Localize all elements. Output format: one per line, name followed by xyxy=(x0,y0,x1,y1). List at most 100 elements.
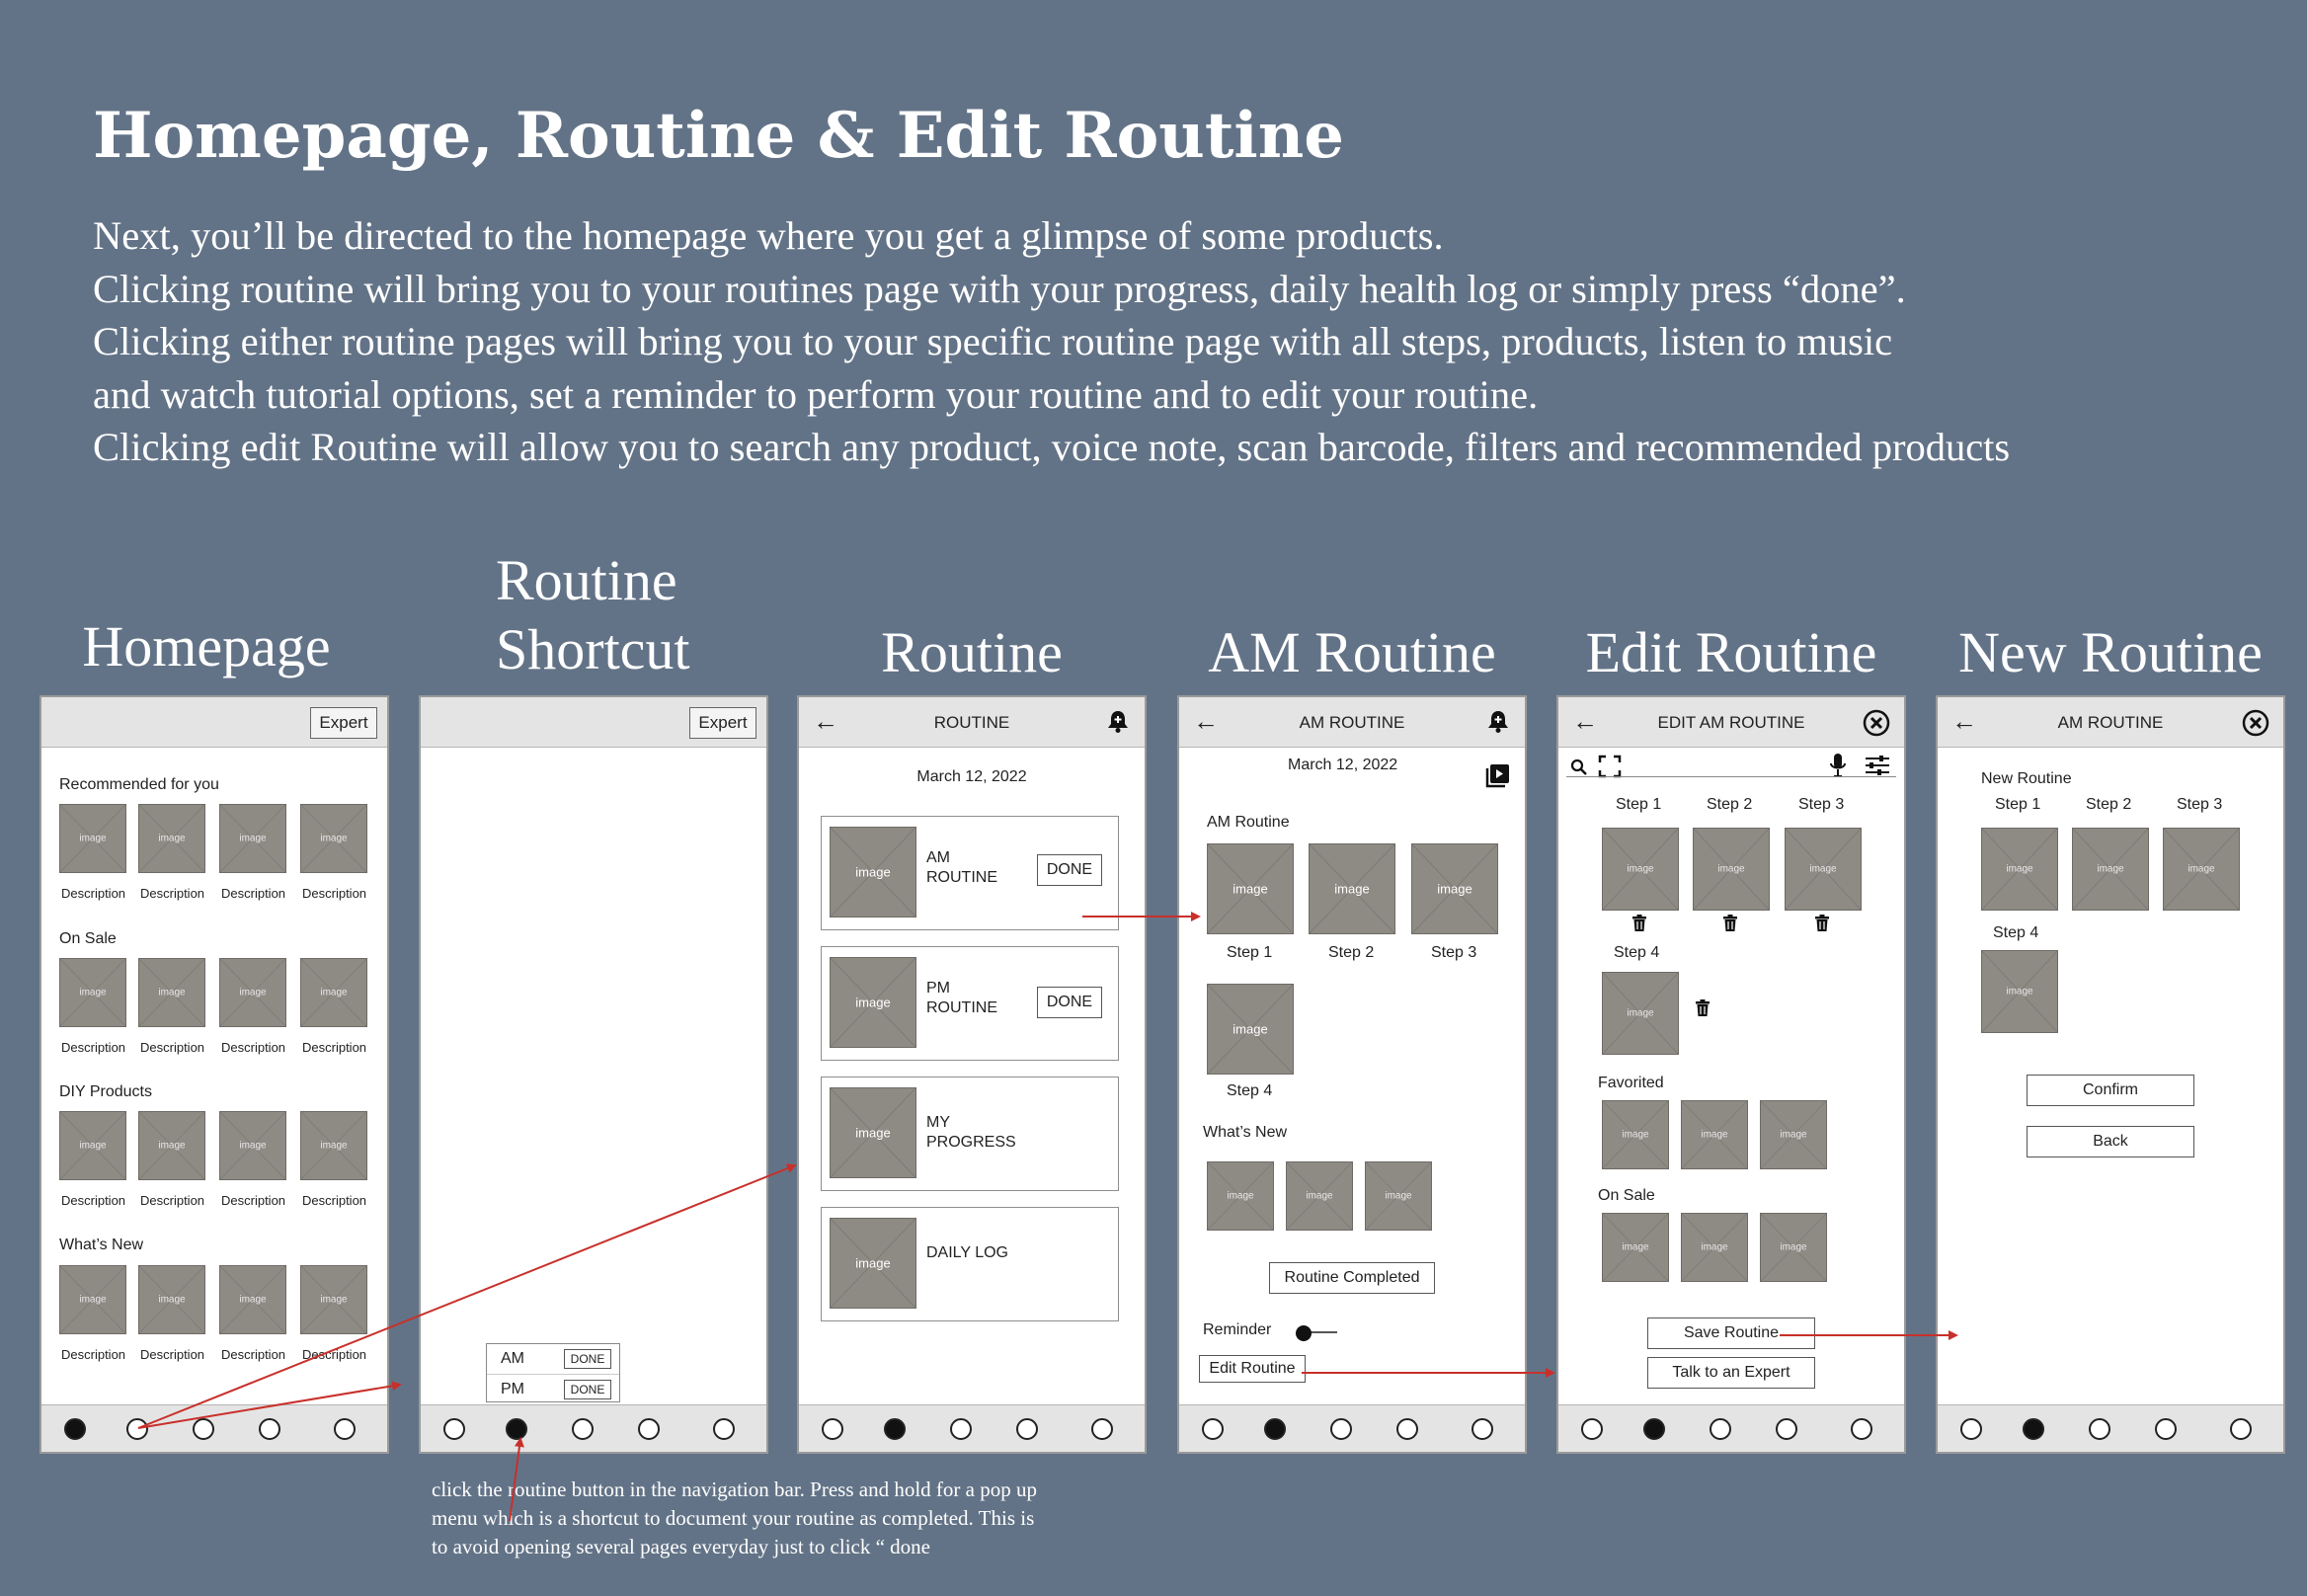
image-placeholder[interactable]: image xyxy=(219,804,286,873)
image-placeholder[interactable]: image xyxy=(219,1265,286,1334)
play-video-icon[interactable] xyxy=(1485,762,1511,788)
nav-home-button[interactable] xyxy=(64,1418,86,1440)
nav-button-5[interactable] xyxy=(334,1418,356,1440)
nav-button-5[interactable] xyxy=(2230,1418,2252,1440)
am-done-button[interactable]: DONE xyxy=(1037,854,1102,886)
nav-routine-button[interactable] xyxy=(2023,1418,2044,1440)
nav-routine-button[interactable] xyxy=(1264,1418,1286,1440)
nav-button-4[interactable] xyxy=(1396,1418,1418,1440)
trash-icon[interactable] xyxy=(1722,915,1738,932)
image-placeholder[interactable]: image xyxy=(1693,828,1770,911)
pm-done-button[interactable]: DONE xyxy=(1037,987,1102,1018)
image-placeholder[interactable]: image xyxy=(2072,828,2149,911)
image-placeholder[interactable]: image xyxy=(219,958,286,1027)
expert-button[interactable]: Expert xyxy=(310,707,377,739)
image-placeholder[interactable]: image xyxy=(300,1265,367,1334)
image-placeholder[interactable]: image xyxy=(59,958,126,1027)
nav-routine-button[interactable] xyxy=(884,1418,906,1440)
reminder-bell-icon[interactable] xyxy=(1107,709,1129,733)
nav-button-5[interactable] xyxy=(713,1418,735,1440)
trash-icon[interactable] xyxy=(1814,915,1830,932)
nav-button-4[interactable] xyxy=(1016,1418,1038,1440)
image-placeholder[interactable]: image xyxy=(219,1111,286,1180)
close-icon[interactable] xyxy=(2242,709,2269,737)
image-placeholder[interactable]: image xyxy=(1207,843,1294,934)
image-placeholder[interactable]: image xyxy=(1760,1213,1827,1282)
image-placeholder[interactable]: image xyxy=(1365,1161,1432,1231)
search-input[interactable] xyxy=(1566,776,1896,777)
nav-button-4[interactable] xyxy=(259,1418,280,1440)
back-arrow-icon[interactable]: ← xyxy=(1951,706,1977,736)
nav-button-3[interactable] xyxy=(572,1418,594,1440)
trash-icon[interactable] xyxy=(1695,999,1710,1017)
popup-pm-done-button[interactable]: DONE xyxy=(564,1380,611,1399)
nav-home-button[interactable] xyxy=(1960,1418,1982,1440)
image-placeholder[interactable]: image xyxy=(300,1111,367,1180)
nav-button-5[interactable] xyxy=(1851,1418,1872,1440)
image-placeholder[interactable]: image xyxy=(1681,1100,1748,1169)
nav-routine-button[interactable] xyxy=(506,1418,527,1440)
expert-button[interactable]: Expert xyxy=(689,707,756,739)
nav-home-button[interactable] xyxy=(1581,1418,1603,1440)
image-placeholder[interactable]: image xyxy=(1309,843,1395,934)
nav-button-3[interactable] xyxy=(2089,1418,2110,1440)
image-placeholder[interactable]: image xyxy=(1760,1100,1827,1169)
image-placeholder[interactable]: image xyxy=(1981,828,2058,911)
nav-button-3[interactable] xyxy=(1710,1418,1731,1440)
image-placeholder[interactable]: image xyxy=(138,804,205,873)
search-icon[interactable] xyxy=(1570,758,1588,776)
image-placeholder[interactable]: image xyxy=(1981,950,2058,1033)
back-arrow-icon[interactable]: ← xyxy=(1193,706,1219,736)
image-placeholder[interactable]: image xyxy=(1207,1161,1274,1231)
nav-home-button[interactable] xyxy=(1202,1418,1224,1440)
filter-icon[interactable] xyxy=(1865,755,1890,776)
image-placeholder[interactable]: image xyxy=(138,958,205,1027)
talk-to-expert-button[interactable]: Talk to an Expert xyxy=(1647,1357,1815,1389)
close-icon[interactable] xyxy=(1863,709,1890,737)
image-placeholder[interactable]: image xyxy=(59,1111,126,1180)
nav-button-5[interactable] xyxy=(1472,1418,1493,1440)
image-placeholder[interactable]: image xyxy=(138,1265,205,1334)
back-button[interactable]: Back xyxy=(2027,1126,2194,1157)
nav-button-3[interactable] xyxy=(950,1418,972,1440)
image-placeholder[interactable]: image xyxy=(138,1111,205,1180)
image-placeholder[interactable]: image xyxy=(1286,1161,1353,1231)
image-placeholder[interactable]: image xyxy=(59,1265,126,1334)
popup-am-done-button[interactable]: DONE xyxy=(564,1349,611,1369)
image-placeholder[interactable]: image xyxy=(59,804,126,873)
nav-routine-button[interactable] xyxy=(126,1418,148,1440)
image-placeholder[interactable]: image xyxy=(1602,828,1679,911)
nav-home-button[interactable] xyxy=(822,1418,843,1440)
confirm-button[interactable]: Confirm xyxy=(2027,1075,2194,1106)
nav-home-button[interactable] xyxy=(443,1418,465,1440)
reminder-bell-icon[interactable] xyxy=(1487,709,1509,733)
trash-icon[interactable] xyxy=(1631,915,1647,932)
image-placeholder[interactable]: image xyxy=(1602,1100,1669,1169)
nav-button-5[interactable] xyxy=(1091,1418,1113,1440)
nav-button-3[interactable] xyxy=(193,1418,214,1440)
nav-button-4[interactable] xyxy=(638,1418,660,1440)
nav-routine-button[interactable] xyxy=(1643,1418,1665,1440)
back-arrow-icon[interactable]: ← xyxy=(813,706,838,736)
scan-barcode-icon[interactable] xyxy=(1598,755,1622,778)
image-placeholder[interactable]: image xyxy=(1602,972,1679,1055)
image-placeholder[interactable]: image xyxy=(2163,828,2240,911)
back-arrow-icon[interactable]: ← xyxy=(1572,706,1598,736)
nav-button-4[interactable] xyxy=(2155,1418,2177,1440)
save-routine-button[interactable]: Save Routine xyxy=(1647,1317,1815,1349)
image-placeholder[interactable]: image xyxy=(1602,1213,1669,1282)
nav-button-4[interactable] xyxy=(1776,1418,1797,1440)
microphone-icon[interactable] xyxy=(1829,753,1847,778)
image-placeholder[interactable]: image xyxy=(1785,828,1862,911)
reminder-toggle[interactable] xyxy=(1296,1325,1339,1341)
nav-button-3[interactable] xyxy=(1330,1418,1352,1440)
daily-log-card[interactable]: image DAILY LOG xyxy=(821,1207,1119,1321)
image-placeholder[interactable]: image xyxy=(300,958,367,1027)
image-placeholder[interactable]: image xyxy=(1411,843,1498,934)
image-placeholder[interactable]: image xyxy=(1207,984,1294,1075)
routine-completed-button[interactable]: Routine Completed xyxy=(1269,1262,1435,1294)
image-placeholder[interactable]: image xyxy=(300,804,367,873)
